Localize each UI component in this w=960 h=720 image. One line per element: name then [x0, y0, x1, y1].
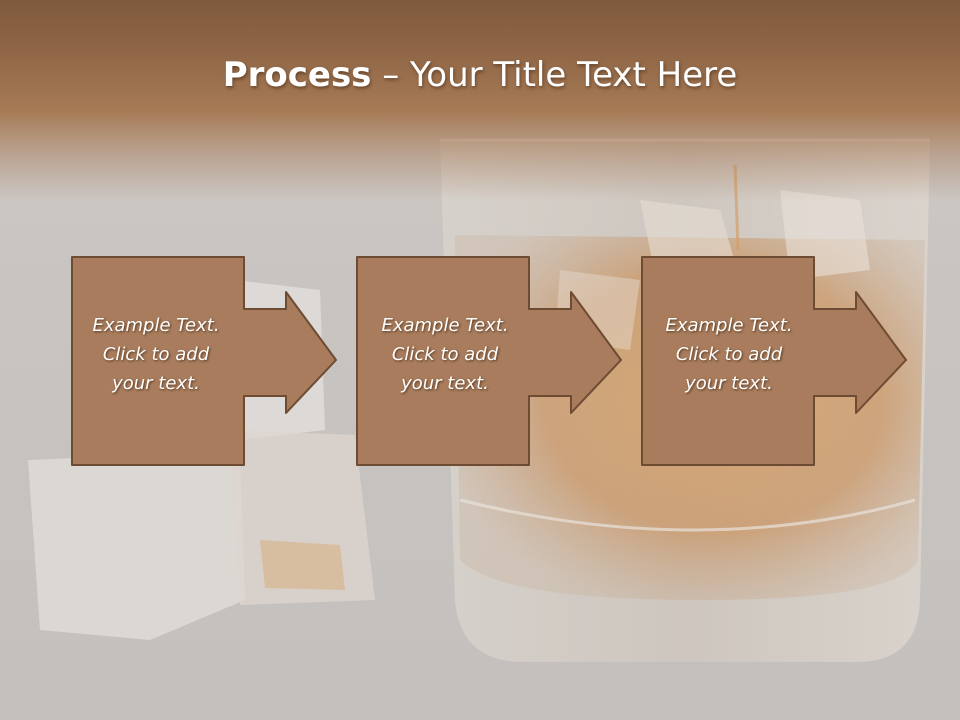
title-band	[0, 0, 960, 200]
step-1-line-3: your text.	[112, 373, 200, 394]
process-step-1-text[interactable]: Example Text. Click to add your text.	[72, 311, 240, 398]
process-step-1-shape[interactable]	[71, 256, 337, 466]
process-step-3-shape[interactable]	[641, 256, 907, 466]
process-step-2-text[interactable]: Example Text. Click to add your text.	[361, 311, 529, 398]
step-1-line-2: Click to add	[102, 344, 210, 365]
step-3-line-1: Example Text.	[665, 315, 793, 336]
process-step-2-shape[interactable]	[356, 256, 622, 466]
title-bold-text: Process	[222, 55, 372, 95]
step-3-line-3: your text.	[685, 373, 773, 394]
step-3-line-2: Click to add	[675, 344, 783, 365]
step-2-line-1: Example Text.	[381, 315, 509, 336]
title-rest-text: – Your Title Text Here	[371, 55, 738, 95]
step-1-line-1: Example Text.	[92, 315, 220, 336]
slide-title[interactable]: Process – Your Title Text Here	[0, 50, 960, 100]
step-2-line-2: Click to add	[391, 344, 499, 365]
step-2-line-3: your text.	[401, 373, 489, 394]
process-step-3-text[interactable]: Example Text. Click to add your text.	[645, 311, 813, 398]
